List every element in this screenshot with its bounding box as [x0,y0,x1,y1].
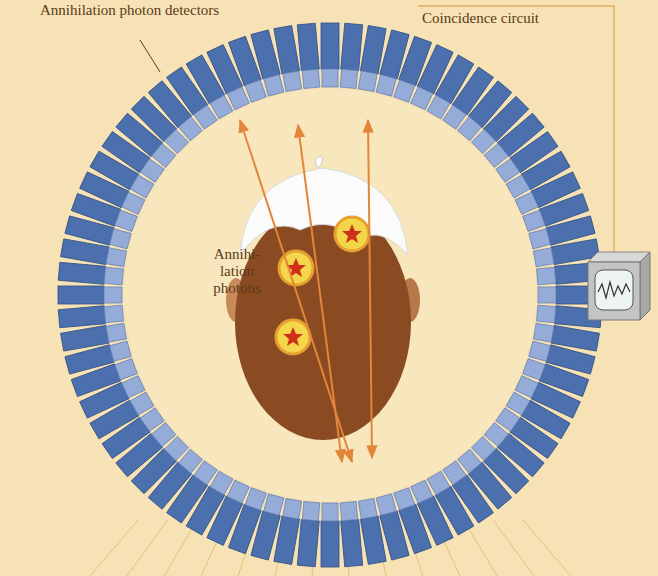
detector-block [321,23,339,87]
detector-block [321,503,339,567]
leader-line [140,40,160,72]
detector-ring [58,23,602,567]
bore [124,89,536,501]
detector-block [297,23,321,88]
detector-block [297,501,321,566]
hot-spots [276,217,369,354]
detector-block [58,304,123,328]
detector-block [339,23,363,88]
fan-lines [90,520,571,576]
detector-block [58,262,123,286]
head [226,156,420,440]
detector-label: Annihilation photon detectors [40,2,280,19]
detector-block [339,501,363,566]
photons-label: Annihi- lation photons [206,246,268,297]
detector-block [58,286,122,304]
circuit-label: Coincidence circuit [422,10,602,27]
coincidence-monitor [588,252,650,320]
